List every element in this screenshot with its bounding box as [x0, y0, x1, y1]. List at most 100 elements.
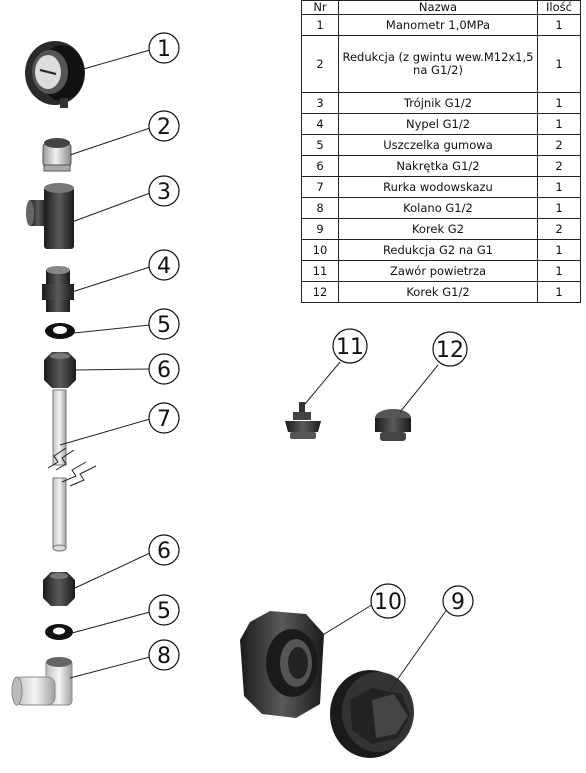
nut-part-upper [44, 352, 76, 388]
callout-10: 10 [370, 583, 406, 619]
svg-text:8: 8 [157, 644, 171, 669]
air-valve-part [285, 402, 321, 439]
callout-6-upper: 6 [148, 353, 180, 385]
table-row: 2 Redukcja (z gwintu wew.M12x1,5 na G1/2… [301, 35, 581, 93]
gasket-part-upper [45, 323, 75, 339]
leader-line-11 [304, 361, 341, 405]
cell-qty: 1 [537, 176, 581, 198]
nipple-part [42, 266, 74, 312]
callout-2: 2 [148, 110, 180, 142]
svg-text:6: 6 [157, 539, 171, 564]
cell-name: Redukcja G2 na G1 [338, 239, 538, 261]
plug-half-inch-part [375, 409, 411, 441]
callout-9: 9 [442, 585, 474, 617]
cell-name: Uszczelka gumowa [338, 134, 538, 156]
table-row: 7 Rurka wodowskazu 1 [301, 176, 581, 198]
cell-name: Rurka wodowskazu [338, 176, 538, 198]
cell-nr: 8 [301, 197, 339, 219]
gasket-part-lower [45, 624, 73, 640]
leader-line-10 [307, 602, 376, 645]
cell-name: Zawór powietrza [338, 260, 538, 282]
callout-12: 12 [432, 331, 468, 367]
leader-line-8 [69, 656, 151, 679]
cell-qty: 1 [537, 260, 581, 282]
callout-4: 4 [148, 249, 180, 281]
header-name: Nazwa [338, 0, 538, 15]
leader-line-3 [71, 192, 151, 223]
svg-text:11: 11 [336, 335, 364, 360]
cell-qty: 1 [537, 113, 581, 135]
table-row: 11 Zawór powietrza 1 [301, 260, 581, 282]
table-row: 5 Uszczelka gumowa 2 [301, 134, 581, 156]
cell-nr: 4 [301, 113, 339, 135]
elbow-part [11, 657, 73, 706]
reduction-g2-g1-part [240, 611, 324, 718]
svg-text:2: 2 [157, 115, 171, 140]
table-row: 10 Redukcja G2 na G1 1 [301, 239, 581, 261]
leader-line-12 [399, 364, 439, 413]
table-row: 12 Korek G1/2 1 [301, 281, 581, 303]
header-nr: Nr [301, 0, 339, 15]
cell-qty: 1 [537, 92, 581, 114]
cell-nr: 9 [301, 218, 339, 240]
reduction-part [42, 138, 72, 172]
leader-line-5-upper [73, 324, 151, 334]
tee-part [26, 183, 74, 249]
cell-name: Nakrętka G1/2 [338, 155, 538, 177]
manometer-part [25, 41, 85, 108]
cell-nr: 12 [301, 281, 339, 303]
svg-text:9: 9 [451, 590, 465, 615]
leader-line-6-lower [74, 552, 151, 589]
cell-nr: 11 [301, 260, 339, 282]
table-row: 8 Kolano G1/2 1 [301, 197, 581, 219]
leader-line-7 [59, 418, 151, 446]
cell-nr: 5 [301, 134, 339, 156]
svg-text:6: 6 [157, 358, 171, 383]
cell-name: Korek G2 [338, 218, 538, 240]
cell-nr: 2 [301, 35, 339, 93]
table-row: 4 Nypel G1/2 1 [301, 113, 581, 135]
cell-qty: 1 [537, 35, 581, 93]
nut-part-lower [43, 572, 75, 606]
table-row: 6 Nakrętka G1/2 2 [301, 155, 581, 177]
cell-nr: 7 [301, 176, 339, 198]
callout-5-upper: 5 [148, 308, 180, 340]
svg-text:7: 7 [157, 407, 171, 432]
leader-line-2 [69, 127, 151, 156]
leader-line-6-upper [75, 368, 151, 371]
cell-qty: 2 [537, 218, 581, 240]
svg-text:1: 1 [157, 37, 171, 62]
cell-qty: 1 [537, 197, 581, 219]
svg-text:12: 12 [436, 338, 464, 363]
cell-name: Korek G1/2 [338, 281, 538, 303]
parts-list-table: Nr Nazwa Ilość 1 Manometr 1,0MPa 1 2 Red… [301, 0, 581, 303]
svg-text:10: 10 [374, 590, 402, 615]
header-qty: Ilość [537, 0, 581, 15]
cell-nr: 6 [301, 155, 339, 177]
cell-qty: 1 [537, 281, 581, 303]
table-row: 1 Manometr 1,0MPa 1 [301, 14, 581, 36]
plug-g2-part [330, 670, 414, 758]
svg-text:4: 4 [157, 254, 171, 279]
callout-8: 8 [148, 639, 180, 671]
cell-nr: 3 [301, 92, 339, 114]
callout-11: 11 [332, 328, 368, 364]
leader-line-4 [71, 266, 151, 293]
cell-qty: 1 [537, 14, 581, 36]
cell-qty: 1 [537, 239, 581, 261]
cell-nr: 1 [301, 14, 339, 36]
cell-name: Redukcja (z gwintu wew.M12x1,5 na G1/2) [338, 35, 538, 93]
cell-nr: 10 [301, 239, 339, 261]
svg-text:5: 5 [157, 313, 171, 338]
leader-line-5-lower [71, 611, 151, 634]
leader-line-1 [79, 49, 151, 71]
cell-qty: 2 [537, 155, 581, 177]
cell-name: Kolano G1/2 [338, 197, 538, 219]
svg-text:5: 5 [157, 599, 171, 624]
cell-name: Trójnik G1/2 [338, 92, 538, 114]
table-header-row: Nr Nazwa Ilość [301, 0, 581, 15]
table-row: 3 Trójnik G1/2 1 [301, 92, 581, 114]
callout-7: 7 [148, 402, 180, 434]
callout-3: 3 [148, 175, 180, 207]
